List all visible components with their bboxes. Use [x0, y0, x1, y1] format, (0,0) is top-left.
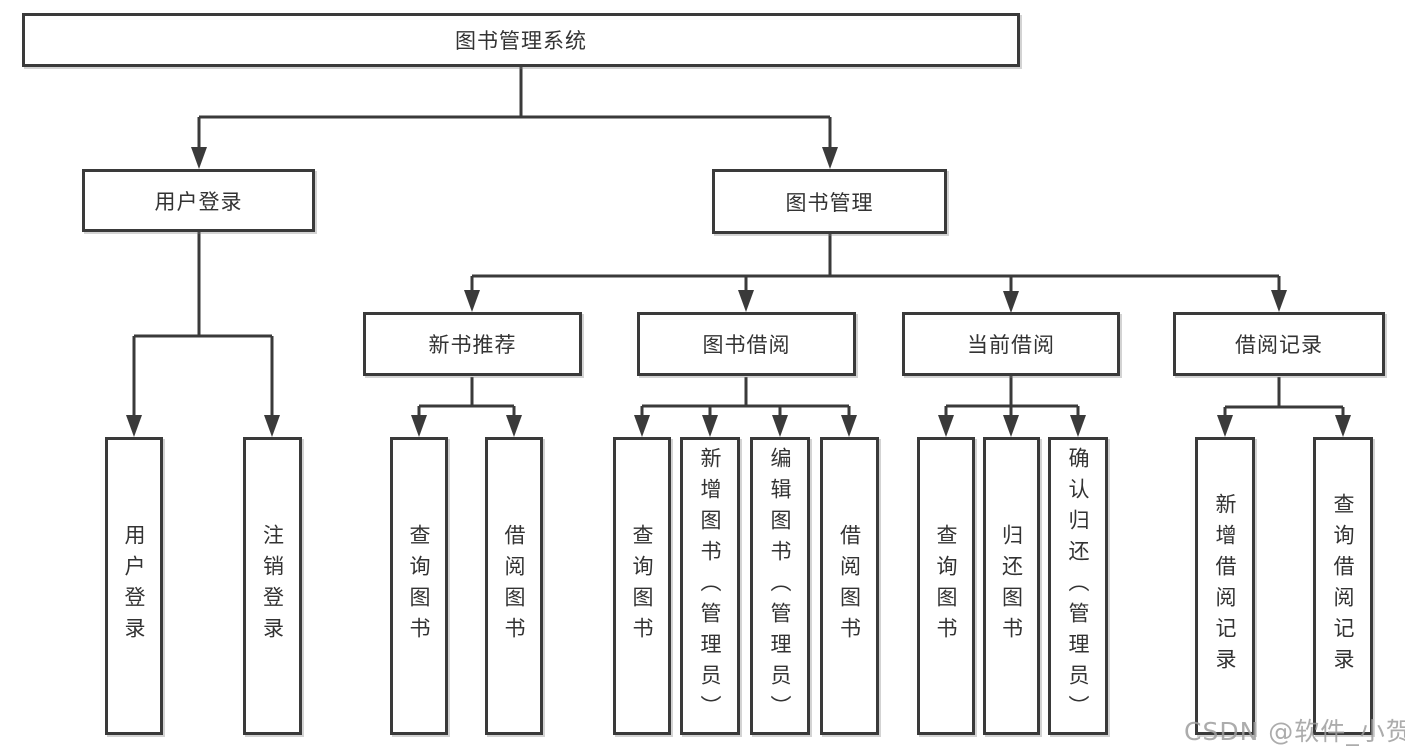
node-book-borrowing: 图书借阅 [637, 312, 856, 376]
node-label: 当前借阅 [967, 333, 1055, 357]
node-label: 查询图书 [934, 524, 958, 648]
node-label: 借阅记录 [1235, 333, 1323, 357]
node-new-book-recommendation: 新书推荐 [363, 312, 582, 376]
node-leaf-user-login: 用户登录 [105, 437, 163, 735]
node-leaf-return-books: 归还图书 [983, 437, 1040, 735]
arrowheads [126, 147, 1351, 437]
node-label: 查询图书 [630, 524, 654, 648]
node-user-login-branch: 用户登录 [82, 169, 315, 232]
node-label: 借阅图书 [502, 524, 526, 648]
node-label: 查询图书 [407, 524, 431, 648]
node-label: 确认归还（管理员） [1066, 446, 1090, 726]
node-library-management-system: 图书管理系统 [22, 13, 1020, 67]
node-leaf-query-books-current: 查询图书 [917, 437, 975, 735]
node-label: 图书管理系统 [455, 29, 587, 53]
node-label: 新增图书（管理员） [698, 446, 722, 726]
node-leaf-add-books-admin: 新增图书（管理员） [680, 437, 740, 735]
node-leaf-query-borrow-record: 查询借阅记录 [1313, 437, 1373, 735]
node-book-management-branch: 图书管理 [712, 169, 947, 234]
node-label: 借阅图书 [837, 524, 862, 648]
csdn-watermark: CSDN @软件_小贺同学 [1184, 717, 1405, 746]
node-leaf-confirm-return-admin: 确认归还（管理员） [1048, 437, 1108, 735]
node-leaf-query-books-borrow: 查询图书 [613, 437, 671, 735]
node-label: 新书推荐 [428, 333, 517, 357]
node-label: 归还图书 [999, 524, 1024, 648]
node-borrowing-records: 借阅记录 [1173, 312, 1385, 376]
node-leaf-borrow-books: 借阅图书 [820, 437, 879, 735]
node-label: 图书管理 [785, 190, 874, 215]
node-leaf-logout: 注销登录 [243, 437, 302, 735]
node-leaf-edit-books-admin: 编辑图书（管理员） [750, 437, 810, 735]
node-label: 新增借阅记录 [1213, 493, 1237, 679]
node-label: 查询借阅记录 [1331, 493, 1355, 679]
node-label: 用户登录 [154, 189, 243, 214]
node-label: 编辑图书（管理员） [768, 446, 792, 726]
node-leaf-add-borrow-record: 新增借阅记录 [1195, 437, 1255, 735]
node-label: 注销登录 [260, 524, 285, 648]
node-leaf-query-books-recommend: 查询图书 [390, 437, 448, 735]
node-label: 图书借阅 [702, 333, 791, 357]
node-leaf-borrow-books-recommend: 借阅图书 [485, 437, 543, 735]
node-current-borrowing: 当前借阅 [902, 312, 1120, 376]
node-label: 用户登录 [122, 524, 146, 648]
